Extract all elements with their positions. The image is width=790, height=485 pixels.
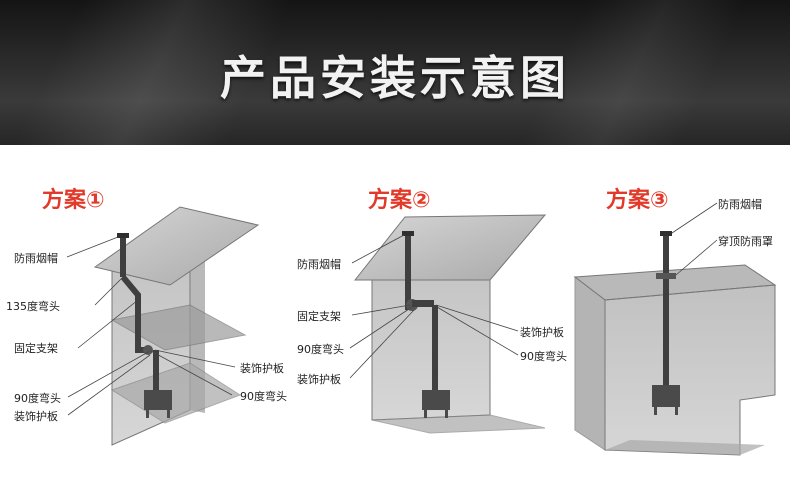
plan3-label-rain-cap: 防雨烟帽 bbox=[718, 198, 762, 211]
plan2-roof bbox=[353, 214, 547, 281]
plan2-pipe-down bbox=[432, 305, 438, 390]
plan1-elbow bbox=[143, 345, 153, 355]
plan2-label-fixed-bracket: 固定支架 bbox=[297, 310, 341, 323]
plan3-wall bbox=[604, 284, 776, 456]
header-banner: 产品安装示意图 bbox=[0, 0, 790, 145]
plan2-stove-leg bbox=[445, 410, 448, 418]
plan1-pipe-down bbox=[153, 350, 159, 390]
plan2-diagram bbox=[349, 214, 547, 434]
plan3-title: 方案③ bbox=[606, 188, 669, 213]
plan2-stove-leg bbox=[424, 410, 427, 418]
plan3-pipe bbox=[663, 235, 669, 385]
plan1-label-rain-cap: 防雨烟帽 bbox=[14, 252, 58, 265]
banner-highlight bbox=[420, 0, 790, 145]
plan1-ceiling bbox=[110, 304, 247, 351]
plan1-title: 方案① bbox=[42, 188, 105, 213]
plan3-rain-cap bbox=[660, 231, 672, 236]
plan1-label-deco-plate-right: 装饰护板 bbox=[240, 362, 284, 375]
plan1-roof bbox=[93, 206, 260, 286]
plan1-stove-leg bbox=[167, 410, 170, 418]
plan1-label-elbow-135: 135度弯头 bbox=[6, 300, 60, 313]
plan3-stove bbox=[652, 385, 680, 407]
banner-highlight bbox=[0, 0, 360, 145]
plan1-pipe-top bbox=[120, 237, 126, 277]
plan2-label-rain-cap: 防雨烟帽 bbox=[297, 258, 341, 271]
plan3-label-roof-rain-cover: 穿顶防雨罩 bbox=[718, 235, 773, 248]
plan2-label-deco-plate-right: 装饰护板 bbox=[520, 326, 564, 339]
plan1-rain-cap bbox=[117, 233, 129, 238]
installation-diagrams bbox=[66, 202, 777, 456]
plan2-stove bbox=[422, 390, 450, 410]
plan3-diagram bbox=[573, 202, 777, 456]
plan3-roof-cover bbox=[656, 273, 676, 279]
plan3-floor bbox=[605, 440, 765, 455]
plan1-label-elbow-90-right: 90度弯头 bbox=[240, 390, 287, 403]
plan1-label-deco-plate-left: 装饰护板 bbox=[14, 410, 58, 423]
plan3-side-wall bbox=[574, 275, 606, 451]
plan1-leaders bbox=[66, 236, 236, 416]
plan2-leaders bbox=[349, 234, 519, 379]
plan2-label-elbow-90-left: 90度弯头 bbox=[297, 343, 344, 356]
page-title: 产品安装示意图 bbox=[220, 51, 570, 105]
plan2-rain-cap bbox=[402, 231, 414, 236]
plan3-leaders bbox=[671, 202, 718, 276]
plan1-diagram bbox=[66, 206, 260, 446]
plan2-title: 方案② bbox=[368, 188, 431, 213]
plan3-stove-leg bbox=[675, 407, 678, 415]
plan3-stove-leg bbox=[654, 407, 657, 415]
plan1-stove-leg bbox=[146, 410, 149, 418]
plan1-label-fixed-bracket: 固定支架 bbox=[14, 342, 58, 355]
plan2-pipe-top bbox=[405, 235, 411, 310]
plan2-label-deco-plate-left: 装饰护板 bbox=[297, 373, 341, 386]
plan1-stove bbox=[144, 390, 172, 410]
plan2-label-elbow-90-right: 90度弯头 bbox=[520, 350, 567, 363]
plan2-pipe-run bbox=[412, 300, 434, 307]
plan2-floor bbox=[371, 414, 546, 434]
plan1-label-elbow-90-left: 90度弯头 bbox=[14, 392, 61, 405]
